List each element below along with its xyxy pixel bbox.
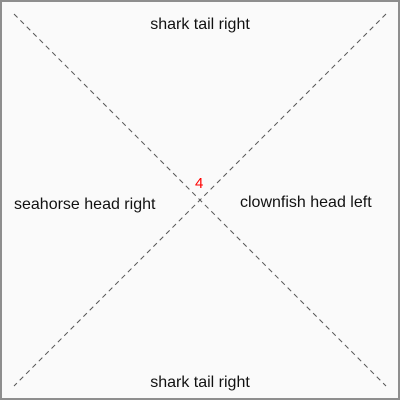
diagonal-line-tr-bl	[13, 13, 387, 387]
right-label: clownfish head left	[240, 194, 372, 211]
center-marker: 4	[195, 175, 204, 192]
top-label: shark tail right	[150, 16, 250, 33]
bottom-label: shark tail right	[150, 374, 250, 391]
left-label: seahorse head right	[14, 196, 156, 213]
